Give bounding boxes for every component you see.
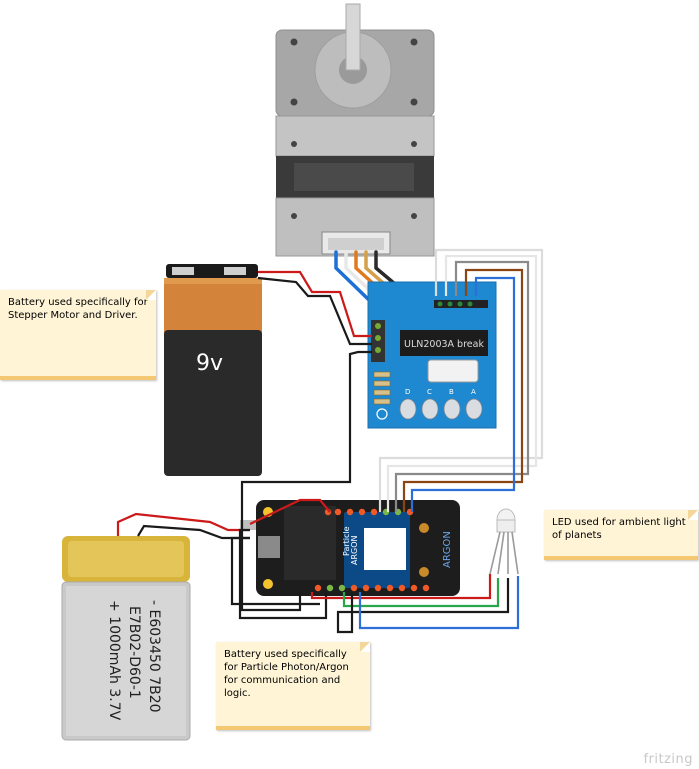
- note-led-bar: [544, 556, 698, 560]
- driver-pin-label-b: B: [449, 388, 454, 396]
- note-argon-battery-text: Battery used specifically for Particle P…: [224, 649, 349, 699]
- driver-chip-label: ULN2003A break: [404, 339, 484, 350]
- driver-argon-wires: [230, 248, 544, 620]
- argon-brand: Particle: [342, 526, 351, 556]
- note-led-text: LED used for ambient light of planets: [552, 517, 686, 541]
- driver-pin-label-c: C: [427, 388, 432, 396]
- battery-9v: 9v: [164, 264, 262, 476]
- note-stepper-battery: Battery used specifically for Stepper Mo…: [0, 290, 156, 380]
- lipo-line1: - E603450 7B20: [146, 600, 162, 713]
- lipo-line2: E7B02-D60-1: [126, 606, 142, 699]
- argon-model-side: ARGON: [442, 531, 453, 568]
- rgb-led: [489, 508, 519, 575]
- battery-wires: [257, 270, 372, 346]
- lipo-line3: + 1000mAh 3.7V: [106, 600, 122, 721]
- driver-pin-label-d: D: [405, 388, 410, 396]
- argon-board: Particle ARGON ARGON: [240, 500, 460, 596]
- argon-model: ARGON: [350, 535, 359, 565]
- driver-pin-label-a: A: [471, 388, 476, 396]
- driver-board: ULN2003A break D C B A: [367, 281, 497, 429]
- note-led: LED used for ambient light of planets: [544, 510, 698, 560]
- argon-bottom-pins: [314, 584, 430, 592]
- lipo-wires: [116, 512, 250, 540]
- battery-9v-label: 9v: [196, 351, 223, 376]
- stepper-motor: [275, 3, 435, 257]
- lipo-battery: - E603450 7B20 E7B02-D60-1 + 1000mAh 3.7…: [61, 536, 191, 741]
- led-wires: [310, 574, 520, 634]
- note-stepper-battery-bar: [0, 376, 156, 380]
- fritzing-watermark: fritzing: [643, 752, 693, 767]
- note-argon-battery-bar: [216, 726, 370, 730]
- note-argon-battery: Battery used specifically for Particle P…: [216, 642, 370, 730]
- note-stepper-battery-text: Battery used specifically for Stepper Mo…: [8, 297, 148, 321]
